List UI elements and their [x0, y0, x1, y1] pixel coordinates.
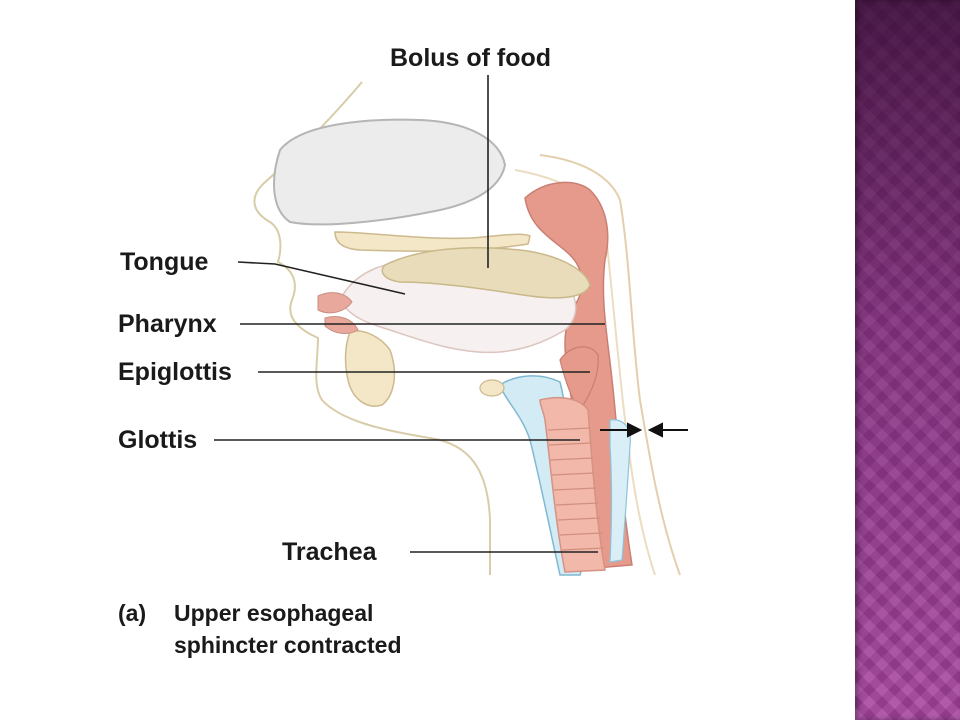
trachea-tube: [539, 397, 606, 573]
bolus-of-food: [381, 247, 591, 299]
leader-tongue: [237, 261, 406, 295]
throat-anatomy-illustration: [214, 75, 688, 576]
mandible: [344, 330, 396, 407]
lips: [317, 292, 353, 314]
lips-lower: [324, 316, 359, 334]
label-trachea: Trachea: [282, 538, 377, 566]
label-epiglottis: Epiglottis: [118, 358, 232, 386]
hard-palate: [334, 231, 531, 252]
decorative-side-band: [855, 0, 960, 720]
label-tongue: Tongue: [120, 248, 209, 276]
caption-letter: (a): [118, 600, 147, 626]
epiglottis-tissue: [559, 346, 599, 412]
trachea-rings: [547, 427, 605, 551]
sphincter-arrows: [600, 422, 688, 438]
nasal-cavity: [273, 118, 507, 226]
caption-line-2: sphincter contracted: [174, 632, 402, 658]
label-pharynx: Pharynx: [118, 310, 217, 338]
face-profile-outline: [253, 81, 491, 575]
neck-back-outline: [539, 154, 681, 576]
label-glottis: Glottis: [118, 426, 198, 454]
caption-line-1: Upper esophageal: [174, 600, 374, 626]
leader-lines: [214, 75, 605, 553]
label-bolus-of-food: Bolus of food: [390, 44, 552, 72]
hyoid-bone: [479, 379, 505, 397]
